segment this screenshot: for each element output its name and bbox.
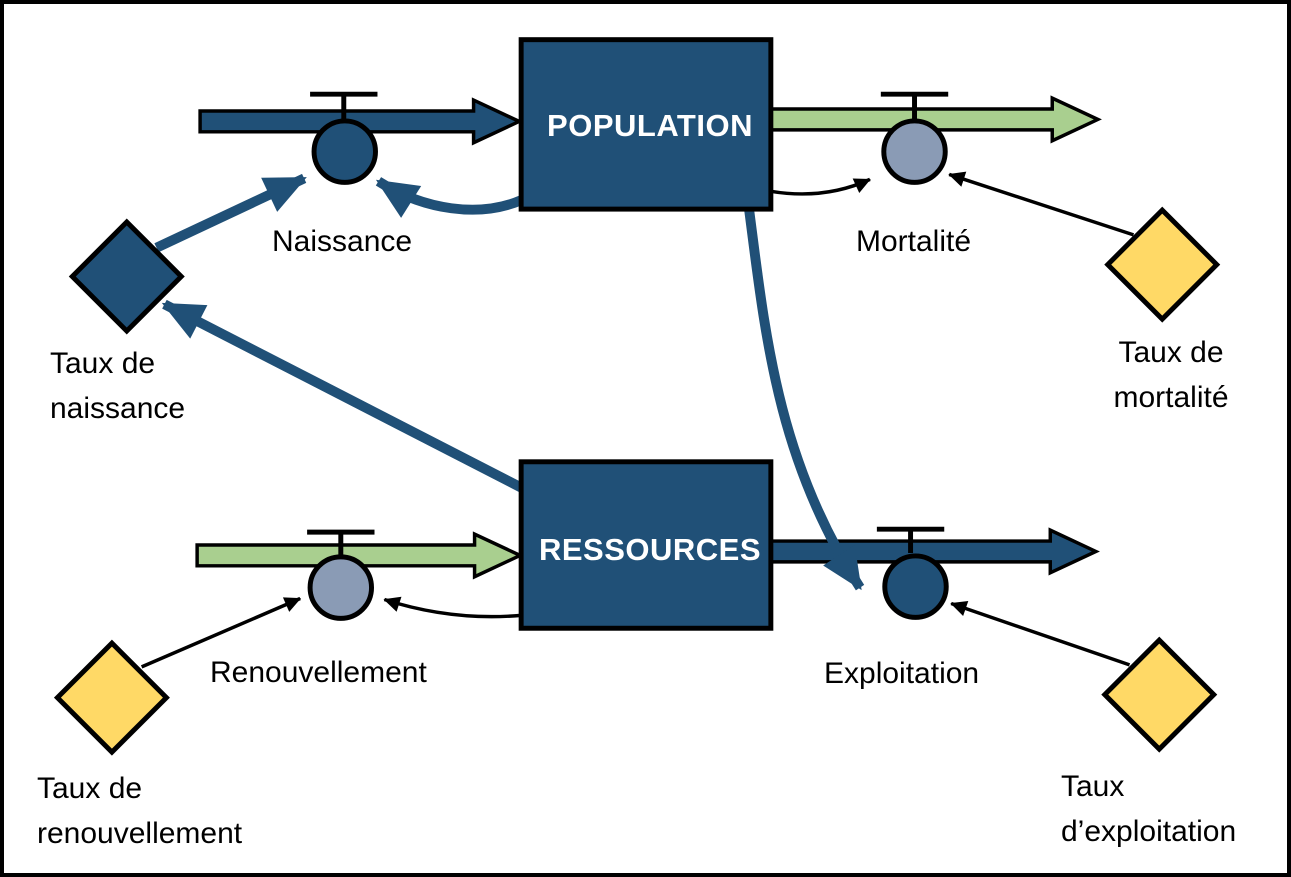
taux-renouvellement-label-line2: renouvellement: [37, 817, 243, 850]
link-taux-exploitation-to-exploitation: [950, 600, 1131, 667]
mortalite-flow-label: Mortalité: [856, 225, 972, 258]
exploitation-flow-pipe: [769, 527, 1100, 576]
ressources-stock-label: RESSOURCES: [538, 532, 762, 567]
taux-exploitation-parameter-diamond: [1101, 636, 1218, 753]
taux-exploitation-label-line2: d’exploitation: [1061, 815, 1237, 848]
stock-flow-diagram: [53, 37, 1221, 756]
taux-exploitation-label-line1: Taux: [1061, 770, 1125, 803]
link-population-to-exploitation: [744, 208, 865, 591]
taux-mortalite-label-line2: mortalité: [1113, 381, 1229, 414]
link-ressources-to-taux-naissance: [161, 299, 524, 492]
taux-naissance-parameter-label: Taux de naissance: [50, 341, 185, 431]
renouvellement-valve-handle-icon: [307, 529, 375, 556]
mortalite-flow-pipe: [769, 95, 1102, 144]
taux-renouvellement-parameter-label: Taux de renouvellement: [37, 766, 242, 856]
taux-mortalite-parameter-label: Taux de mortalité: [1091, 330, 1251, 420]
taux-mortalite-label-line1: Taux de: [1118, 336, 1224, 369]
taux-mortalite-parameter-diamond: [1104, 206, 1221, 323]
exploitation-valve-handle-icon: [876, 526, 945, 553]
taux-naissance-label-line2: naissance: [50, 392, 186, 425]
taux-naissance-parameter-diamond: [68, 218, 185, 335]
link-taux-renouvellement-to-renouvellement: [140, 596, 302, 669]
naissance-valve: [311, 118, 378, 185]
population-stock-label: POPULATION: [547, 107, 753, 143]
exploitation-valve: [882, 553, 949, 620]
link-population-to-mortalite: [770, 177, 871, 196]
taux-naissance-label-line1: Taux de: [50, 347, 156, 380]
renouvellement-flow-label: Renouvellement: [210, 656, 427, 689]
renouvellement-valve: [307, 554, 374, 621]
link-taux-naissance-to-naissance: [154, 173, 307, 253]
ressources-stock-box: [518, 459, 774, 631]
renouvellement-flow-pipe: [195, 531, 525, 580]
population-stock-box: [518, 37, 774, 212]
taux-renouvellement-label-line1: Taux de: [37, 772, 143, 805]
taux-exploitation-parameter-label: Taux d’exploitation: [1061, 764, 1236, 854]
link-ressources-to-renouvellement: [383, 596, 522, 619]
mortalite-valve: [881, 118, 948, 185]
taux-renouvellement-parameter-diamond: [53, 639, 170, 756]
link-population-to-naissance: [375, 177, 524, 218]
exploitation-flow-label: Exploitation: [824, 657, 980, 690]
mortalite-valve-handle-icon: [880, 91, 949, 120]
naissance-flow-label: Naissance: [272, 225, 413, 258]
naissance-valve-handle-icon: [310, 91, 378, 120]
link-taux-mortalite-to-mortalite: [948, 171, 1135, 237]
naissance-flow-pipe: [198, 97, 524, 146]
